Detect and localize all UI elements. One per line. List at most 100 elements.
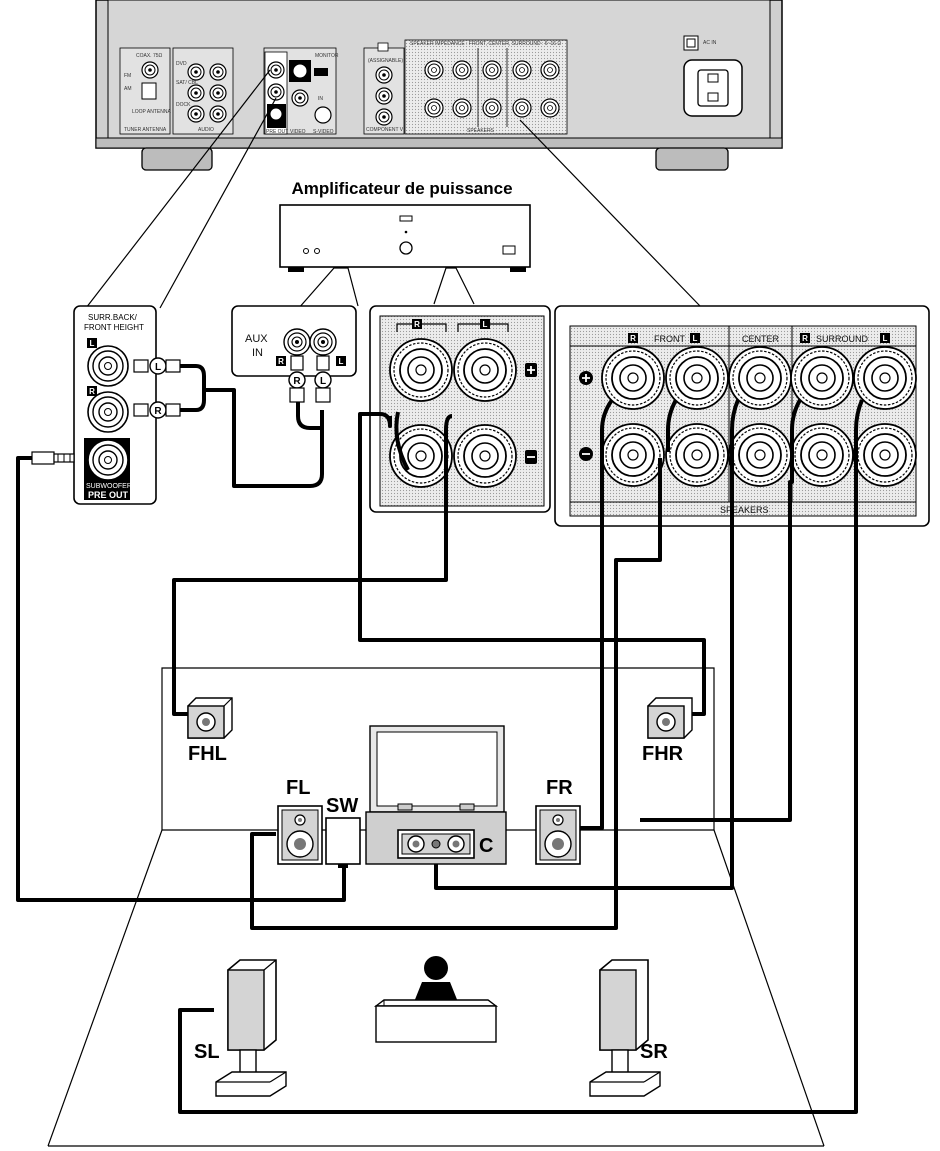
speaker-label-fr: FR (546, 777, 573, 799)
preout-video-block: PRE OUT MONITOR IN VIDEO S-VIDEO (263, 47, 339, 135)
svg-text:R: R (89, 387, 95, 396)
receiver-foot-left (141, 147, 213, 171)
satcbl-audio-l-jack[interactable] (187, 84, 205, 102)
svg-text:AUX: AUX (245, 333, 268, 345)
speaker-sl: SL (194, 959, 287, 1097)
svg-text:SPEAKERS: SPEAKERS (467, 128, 495, 134)
receiver-rear-panel: COAX. 75Ω FM AM LOOP ANTENNA TUNER ANTEN… (95, 0, 783, 171)
svg-text:VIDEO: VIDEO (290, 129, 306, 135)
svg-text:L: L (483, 320, 488, 329)
svg-text:L: L (883, 334, 888, 343)
svg-text:FM: FM (124, 73, 131, 79)
video-in-jack[interactable] (291, 89, 309, 107)
surround-r-plus-terminal[interactable] (790, 346, 854, 410)
audio-input-block: DVD SAT/ CBL DOCK AUDIO (172, 47, 234, 135)
speaker-label-sl: SL (194, 1041, 220, 1063)
subwoofer-rca-plug (31, 451, 75, 465)
speaker-label-sw: SW (326, 795, 358, 817)
dvd-audio-l-jack[interactable] (187, 63, 205, 81)
speaker-sw: SW (325, 795, 361, 868)
center-plus-terminal[interactable] (728, 346, 792, 410)
component-pb-jack[interactable] (375, 87, 393, 105)
svg-text:L: L (693, 334, 698, 343)
speaker-sr: SR (589, 959, 668, 1097)
svg-text:SPEAKERS: SPEAKERS (720, 505, 769, 515)
receiver-surrback-l-jack[interactable] (267, 61, 285, 79)
svg-text:AM: AM (124, 86, 132, 92)
svg-text:SUBWOOFER: SUBWOOFER (86, 483, 132, 490)
svg-text:S-VIDEO: S-VIDEO (313, 129, 334, 135)
dock-audio-l-jack[interactable] (187, 105, 205, 123)
svg-text:DOCK: DOCK (176, 102, 191, 108)
receiver-surrback-r-jack[interactable] (267, 83, 285, 101)
svg-text:MONITOR: MONITOR (315, 53, 339, 59)
amp-terminal-panel: R L (369, 305, 551, 513)
svg-text:PRE OUT: PRE OUT (266, 129, 288, 135)
component-pr-jack[interactable] (375, 108, 393, 126)
amp-terminal-r-minus[interactable] (389, 424, 453, 488)
preout-subwoofer-jack[interactable] (87, 439, 129, 481)
speaker-label-fhr: FHR (642, 743, 684, 765)
svg-text:(ASSIGNABLE): (ASSIGNABLE) (368, 58, 403, 64)
fm-antenna-jack[interactable] (141, 61, 159, 79)
amplifier-title: Amplificateur de puissance (291, 179, 512, 198)
speaker-fl: FL (277, 777, 323, 865)
svg-text:R: R (293, 376, 301, 387)
svg-text:R: R (414, 320, 420, 329)
amp-terminal-l-minus[interactable] (453, 424, 517, 488)
amp-terminal-r-plus[interactable] (389, 338, 453, 402)
tuner-antenna-block: COAX. 75Ω FM AM LOOP ANTENNA TUNER ANTEN… (119, 47, 171, 135)
svg-text:L: L (339, 357, 344, 366)
component-video-block: (ASSIGNABLE) COMPONENT VIDEO (363, 42, 415, 135)
svideo-jack[interactable] (314, 106, 332, 124)
cables (16, 364, 864, 1114)
front-r-minus-terminal[interactable] (601, 423, 665, 487)
aux-rca-plugs: R L (288, 355, 332, 403)
svg-text:R: R (630, 334, 636, 343)
svg-text:CENTER: CENTER (742, 334, 780, 344)
satcbl-audio-r-jack[interactable] (209, 84, 227, 102)
svg-text:SAT/ CBL: SAT/ CBL (176, 80, 198, 86)
svg-text:SPEAKER IMPEDANCE : FRONT, CEN: SPEAKER IMPEDANCE : FRONT, CENTER, SURRO… (410, 41, 561, 47)
speaker-label-fl: FL (286, 777, 310, 799)
preout-panel: SURR.BACK/ FRONT HEIGHT L R SUBWOOFER PR… (73, 305, 157, 505)
surround-r-minus-terminal[interactable] (790, 423, 854, 487)
speaker-label-fhl: FHL (188, 743, 227, 765)
svg-text:R: R (802, 334, 808, 343)
speaker-c: C (397, 829, 493, 859)
svg-text:L: L (90, 339, 95, 348)
svg-text:AC IN: AC IN (703, 40, 717, 46)
amp-callouts (297, 267, 475, 310)
aux-in-r-jack[interactable] (283, 328, 311, 356)
svg-text:SURROUND: SURROUND (816, 334, 869, 344)
am-antenna-terminal[interactable] (141, 82, 157, 100)
svg-text:COMPONENT VIDEO: COMPONENT VIDEO (366, 127, 415, 133)
svg-text:LOOP ANTENNA: LOOP ANTENNA (132, 109, 171, 115)
preout-surrback-l-jack[interactable] (87, 345, 129, 387)
dvd-audio-r-jack[interactable] (209, 63, 227, 81)
speaker-fr: FR (535, 777, 581, 865)
svg-text:SURR.BACK/: SURR.BACK/ (88, 313, 138, 322)
aux-in-l-jack[interactable] (309, 328, 337, 356)
preout-rca-plugs: L R (133, 357, 181, 419)
svg-text:FRONT HEIGHT: FRONT HEIGHT (84, 323, 144, 332)
speaker-fhl: FHL (187, 697, 233, 765)
svg-text:L: L (320, 376, 326, 387)
surround-l-minus-terminal[interactable] (853, 423, 917, 487)
front-l-minus-terminal[interactable] (665, 423, 729, 487)
amp-power-knob[interactable] (399, 241, 413, 255)
speaker-label-sr: SR (640, 1041, 668, 1063)
component-y-jack[interactable] (375, 66, 393, 84)
center-minus-terminal[interactable] (728, 423, 792, 487)
callout-lines (85, 69, 701, 309)
svg-text:R: R (278, 357, 284, 366)
dock-audio-r-jack[interactable] (209, 105, 227, 123)
power-amplifier (279, 204, 531, 272)
coax-label: COAX. 75Ω (136, 53, 163, 59)
preout-surrback-r-jack[interactable] (87, 391, 129, 433)
receiver-speaker-terminals: SPEAKER IMPEDANCE : FRONT, CENTER, SURRO… (404, 39, 568, 135)
surround-l-plus-terminal[interactable] (853, 346, 917, 410)
amp-terminal-l-plus[interactable] (453, 338, 517, 402)
